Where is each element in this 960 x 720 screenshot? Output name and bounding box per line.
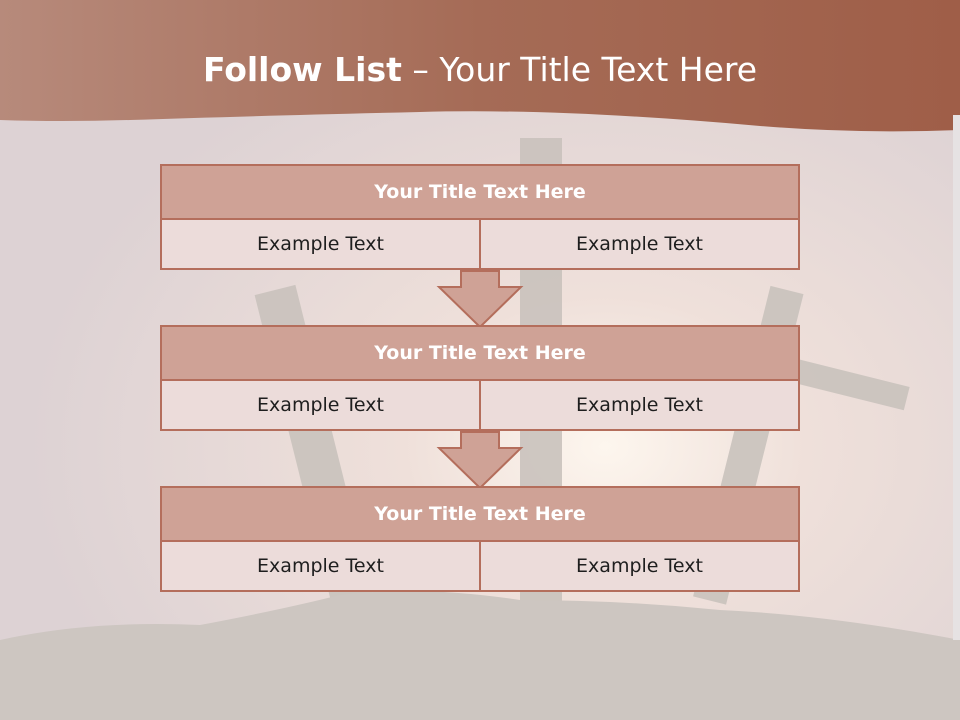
block-row: Example Text Example Text [160,381,800,431]
block-title: Your Title Text Here [160,325,800,381]
block-title: Your Title Text Here [160,486,800,542]
follow-list-block: Your Title Text Here Example Text Exampl… [160,486,800,592]
follow-list-block: Your Title Text Here Example Text Exampl… [160,325,800,431]
block-title: Your Title Text Here [160,164,800,220]
block-cell-right: Example Text [479,542,798,590]
block-row: Example Text Example Text [160,220,800,270]
block-cell-left: Example Text [257,555,384,577]
slide-title-rest: – Your Title Text Here [401,50,758,89]
block-cell-left: Example Text [257,233,384,255]
hill-graphic [0,591,960,720]
slide-title-bold: Follow List [202,50,402,89]
block-row: Example Text Example Text [160,542,800,592]
slide-title: Follow List – Your Title Text Here [0,50,960,89]
block-cell-left: Example Text [257,394,384,416]
arrow-down-icon [436,431,524,490]
block-cell-right: Example Text [479,381,798,429]
follow-list-block: Your Title Text Here Example Text Exampl… [160,164,800,270]
block-cell-right: Example Text [479,220,798,268]
arrow-down-icon [436,270,524,329]
header-band [0,0,960,132]
